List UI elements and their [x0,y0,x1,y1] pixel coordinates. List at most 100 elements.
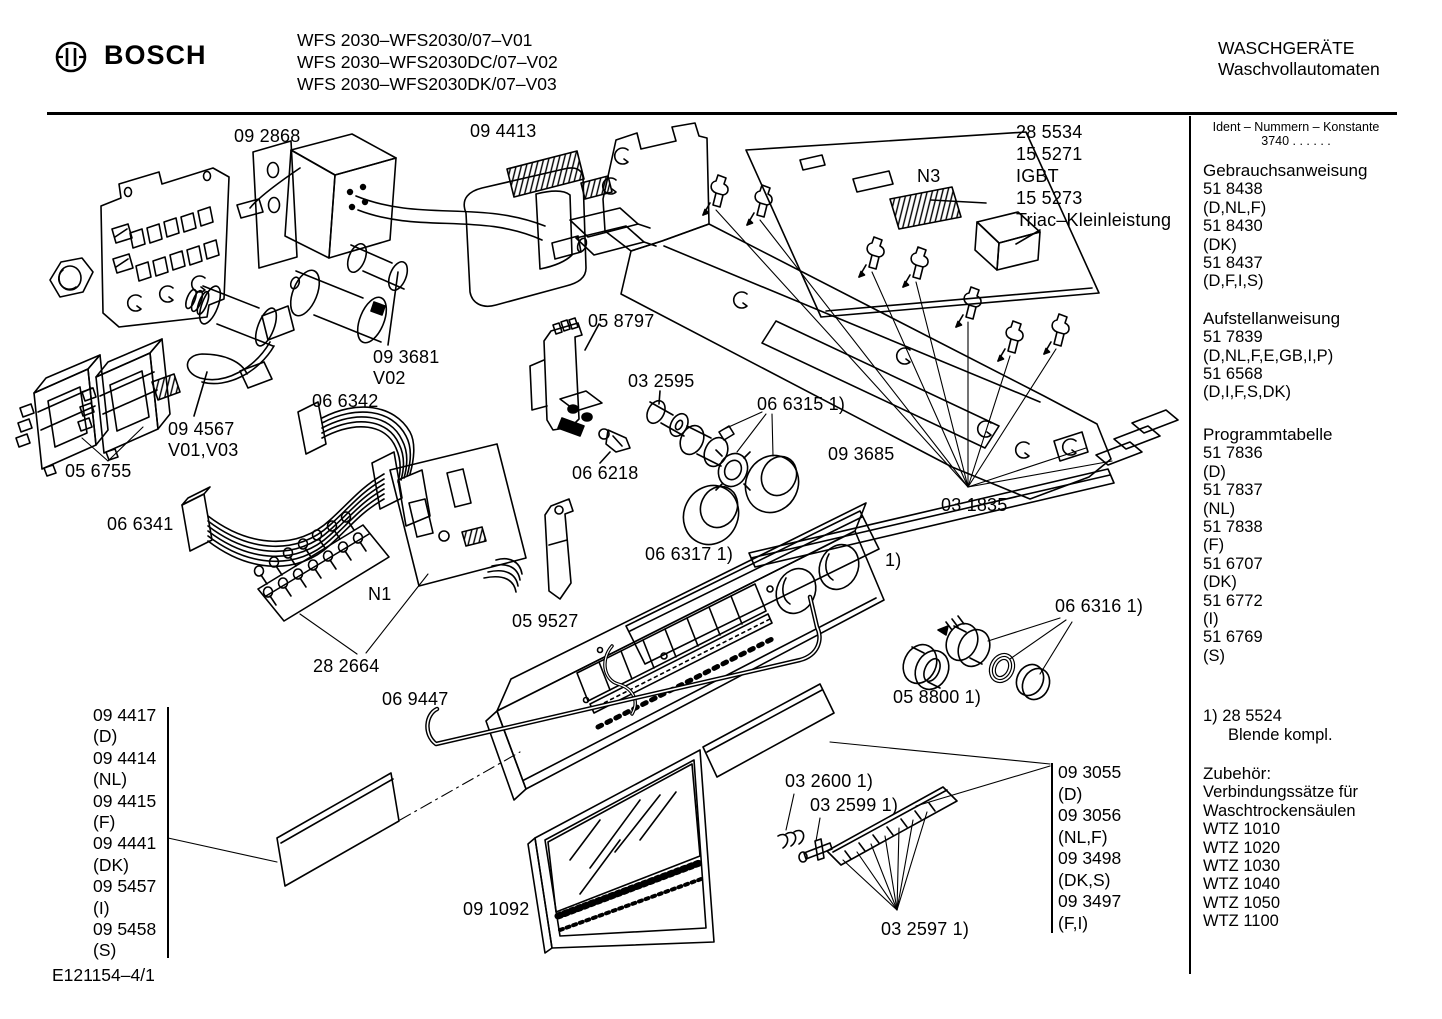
transformers-05-6755-drawing [15,338,181,477]
section-line: 51 7839 [1203,328,1263,347]
section-line: (D,F,I,S) [1203,272,1264,291]
division-line1: WASCHGERÄTE [1218,38,1355,58]
front-panel-09-1092-drawing [527,749,715,954]
section-line: 51 7836 [1203,444,1263,463]
part-label-03-1835: 03 1835 [941,495,1008,515]
list-line: 09 4415 [93,790,157,811]
part-label-06-6342: 06 6342 [312,391,379,411]
list-line: (DK) [93,854,129,875]
variant-label-v01-v03: V01,V03 [168,440,239,460]
section-line: WTZ 1040 [1203,875,1281,894]
part-label-06-6317: 06 6317 1) [645,544,734,564]
section-programmtabelle: Programmtabelle 51 7836 (D) 51 7837 (NL)… [1203,424,1396,665]
part-label-15-5273: 15 5273 [1016,188,1083,208]
part-label-triac: Triac–Kleinleistung [1016,210,1172,230]
part-label-05-9527: 05 9527 [512,611,579,631]
ribbon-06-6342-drawing [297,401,431,527]
section-title: Gebrauchsanweisung [1203,161,1368,180]
part-label-05-8797: 05 8797 [588,311,655,331]
ident-value: 3740 . . . . . . [1261,134,1331,148]
section-line: 51 6769 [1203,628,1263,647]
list-line: (DK,S) [1058,869,1111,890]
part-label-15-5271: 15 5271 [1016,144,1083,164]
right-variant-list: 09 3055 (D) 09 3056 (NL,F) 09 3498 (DK,S… [1058,762,1121,934]
part-label-06-9447: 06 9447 [382,689,449,709]
relay-09-2868-drawing [236,133,657,269]
footnote-block: 1) 28 5524 Blende kompl. [1203,707,1396,744]
section-gebrauchsanweisung: Gebrauchsanweisung 51 8438 (D,NL,F) 51 8… [1203,161,1396,291]
part-label-06-6341: 06 6341 [107,514,174,534]
cover-blende-drawing [625,510,880,665]
section-title: Zubehör: [1203,763,1272,783]
section-line: 51 7838 [1203,517,1263,536]
sidebar-divider [1189,116,1191,974]
bracket-05-9527-drawing [544,498,574,600]
button-strip-03-2597-drawing [826,765,1051,911]
part-label-05-6755: 05 6755 [65,461,132,481]
section-title: Programmtabelle [1203,424,1333,444]
footnote-marker: 1) [1203,707,1218,726]
part-label-03-2600: 03 2600 1) [785,771,874,791]
division-line2: Waschvollautomaten [1218,59,1380,79]
part-label-09-1092: 09 1092 [463,899,530,919]
small-parts-drawing [598,390,689,464]
section-line: 51 8430 [1203,217,1263,236]
model-list: WFS 2030–WFS2030/07–V01 WFS 2030–WFS2030… [297,29,558,95]
part-label-28-5534: 28 5534 [1016,122,1083,142]
section-line: (DK) [1203,573,1237,592]
tach-group-06-6315-drawing [679,411,800,514]
board-n1-drawing [389,443,527,593]
list-line: (F,I) [1058,912,1089,933]
list-line: 09 5457 [93,876,157,897]
section-line: (D,I,F,S,DK) [1203,383,1292,402]
section-line: (D) [1203,462,1226,481]
section-line: WTZ 1020 [1203,838,1281,857]
list-line: 09 4441 [93,833,157,854]
variant-label-v02: V02 [373,368,406,388]
part-label-28-2664: 28 2664 [313,656,380,676]
list-line: 09 4417 [93,705,157,725]
ribbon-06-6341-drawing [181,451,403,568]
chassis-03-1835-drawing [601,122,1179,500]
part-label-09-3681: 09 3681 [373,347,440,367]
list-line: (NL,F) [1058,826,1108,847]
wire-06-9447-drawing [425,594,822,747]
list-line: (D) [93,726,118,747]
part-label-06-6218: 06 6218 [572,463,639,483]
list-line: 09 5458 [93,919,157,940]
section-line: Verbindungssätze für [1203,783,1359,802]
section-aufstellanweisung: Aufstellanweisung 51 7839 (D,NL,F,E,GB,I… [1203,308,1396,402]
left-variant-list: 09 4417 (D) 09 4414 (NL) 09 4415 (F) 09 … [93,705,156,962]
part-label-03-2595: 03 2595 [628,371,695,391]
section-line: (D,NL,F,E,GB,I,P) [1203,346,1334,365]
switch-05-8797-drawing [529,317,603,437]
section-line: 51 8437 [1203,254,1263,273]
capacitor-09-3681-drawing [289,242,409,346]
section-line: (NL) [1203,499,1236,518]
model-line: WFS 2030–WFS2030DC/07–V02 [297,52,558,72]
section-line: Waschtrockensäulen [1203,801,1356,820]
hex-nut-drawing [49,257,94,298]
list-line: 09 3498 [1058,848,1122,868]
list-line: (NL) [93,769,128,790]
section-line: (I) [1203,609,1219,628]
list-line: (I) [93,897,110,918]
spring-screw-drawing [777,793,833,863]
model-line: WFS 2030–WFS2030/07–V01 [297,30,533,50]
header-rule [47,112,1397,115]
section-line: 51 6772 [1203,591,1263,610]
part-label-09-2868: 09 2868 [234,126,301,146]
section-title: Aufstellanweisung [1203,308,1341,328]
motor-09-4413-drawing [463,150,613,308]
part-label-09-3685: 09 3685 [828,444,895,464]
section-line: WTZ 1050 [1203,893,1281,912]
list-line: (F) [93,812,116,833]
part-label-06-6315: 06 6315 1) [757,394,846,414]
division-block: WASCHGERÄTE Waschvollautomaten [1218,38,1380,80]
section-line: WTZ 1100 [1203,912,1279,931]
left-list-divider [167,707,169,958]
insert-blende-drawing [702,683,1051,778]
collar-06-6317-drawing [682,484,740,546]
